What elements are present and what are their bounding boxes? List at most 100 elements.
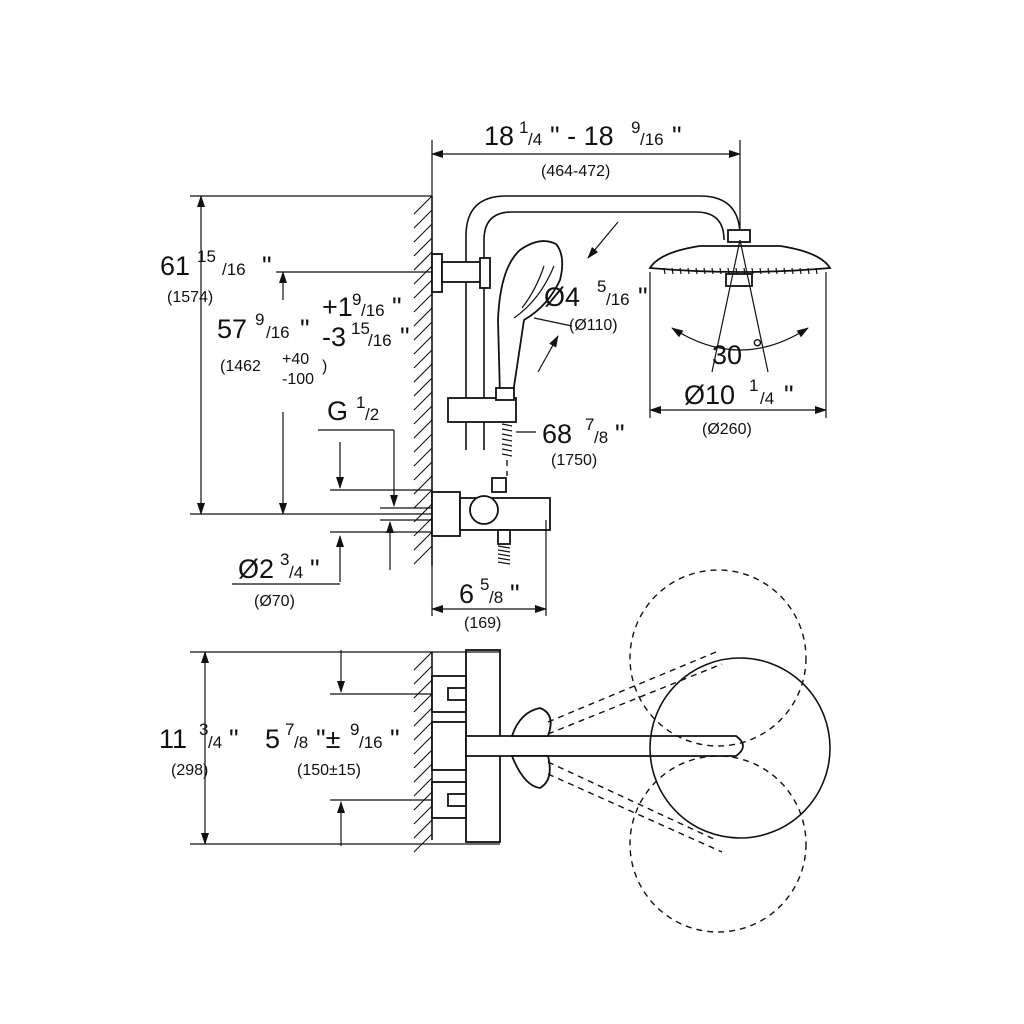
top-depth-den: /4 [208,733,222,752]
arm-width-den1: /4 [528,130,542,149]
hose-length-end: " [615,419,625,449]
mixer-tol-plus-num: 9 [352,290,361,309]
nozzle-line [671,267,674,275]
thermostat-mixer [431,477,551,565]
top-depth-end: " [229,724,239,754]
wall-hatch-line [413,209,433,229]
mixer-tol-minus-end: " [400,322,410,352]
centers-whole: 5 [265,724,280,754]
centers-num2: 9 [350,720,359,739]
mixer-metric-plus: +40 [282,351,309,368]
shower-arm [465,195,751,450]
head-dia-metric: (Ø260) [702,421,752,438]
centers-num1: 7 [285,720,294,739]
thread-label: G [327,396,348,426]
nozzle-line [687,267,690,275]
hand-shower-den: /16 [606,290,630,309]
thread-line [497,557,511,561]
wall-hatch-line [413,433,433,453]
arm-width-mid: " - 18 [550,121,614,151]
wall-hatch-line [413,805,433,825]
spout-depth-den: /8 [489,588,503,607]
wall-hatch-line [413,475,433,495]
mixer-height-end: " [300,314,310,344]
nozzle-line [743,267,746,275]
wall-hatch-line [413,517,433,537]
hose-length-den: /8 [594,428,608,447]
mixer-metric-close: ) [322,358,327,375]
nozzle-line [815,267,818,275]
wall-hatch-line [413,819,433,839]
wall-hatch-line [413,363,433,383]
wall-hatch-line [413,265,433,285]
shower-head [648,245,832,287]
thread-num: 1 [356,393,365,412]
mixer-metric-minus: -100 [282,371,314,388]
mixer-tol-plus: +1 [322,292,353,322]
wall-hatch-line [413,321,433,341]
wall-hatch-line [413,279,433,299]
wall-hatching [413,195,433,566]
thread-den: /2 [365,405,379,424]
wall-hatching-top [413,651,433,853]
hose-coil-line [501,423,513,427]
centers-den2: /16 [359,733,383,752]
arm-width-num2: 9 [631,118,640,137]
mixer-tol-minus-den: /16 [368,331,392,350]
nozzle-line [767,267,770,275]
nozzle-line [727,267,730,275]
wall-hatch-line [413,377,433,397]
wall-hatch-line [413,833,433,853]
wall-hatch-line [413,237,433,257]
total-height-metric: (1574) [167,289,213,306]
thread-line [497,549,511,553]
head-dia-den: /4 [760,389,774,408]
total-height-den: /16 [222,260,246,279]
hand-shower [447,240,564,476]
wall-hatch-line [413,447,433,467]
mixer-height-whole: 57 [217,314,247,344]
dim-spout-depth: 6 5 /8 " (169) [431,520,547,632]
nozzle-line [735,267,738,275]
hose-coil-line [501,433,513,437]
wall-hatch-line [413,251,433,271]
dim-arm-width: 18 1 /4 " - 18 9 /16 " (464-472) [431,118,741,230]
nozzle-line [759,267,762,275]
mixer-metric-open: (1462 [220,358,261,375]
mixer-tol-minus: -3 [322,322,346,352]
nozzle-line [783,267,786,275]
mixer-tol-minus-num: 15 [351,319,370,338]
nozzle-line [663,267,666,275]
hose-length-num: 7 [585,415,594,434]
wall-hatch-line [413,489,433,509]
wall-hatch-line [413,763,433,783]
wall-bracket [431,253,491,293]
head-angle-unit: ° [752,334,763,364]
wall-hatch-line [413,223,433,243]
nozzle-line [775,267,778,275]
wall-hatch-line [413,195,433,215]
total-height-whole: 61 [160,251,190,281]
spout-depth-num: 5 [480,575,489,594]
wall-hatch-line [413,349,433,369]
dim-top-depth: 11 3 /4 " (298) [159,651,500,845]
nozzle-line [719,267,722,275]
nozzle-line [695,267,698,275]
spout-depth-whole: 6 [459,579,474,609]
thread-line [497,545,511,549]
arm-width-end: " [672,121,682,151]
hose-coil-line [501,438,513,442]
nozzle-line [703,267,706,275]
wall-hatch-line [413,531,433,551]
wall-hatch-line [413,419,433,439]
nozzle-line [711,267,714,275]
total-height-num: 15 [197,247,216,266]
rosette-num: 3 [280,550,289,569]
head-dia-end: " [784,380,794,410]
thread-line [497,553,511,557]
head-outline-top [547,569,831,933]
dim-rosette: Ø2 3 /4 " (Ø70) [232,550,340,610]
hose-coil-line [501,443,513,447]
wall-hatch-line [413,461,433,481]
